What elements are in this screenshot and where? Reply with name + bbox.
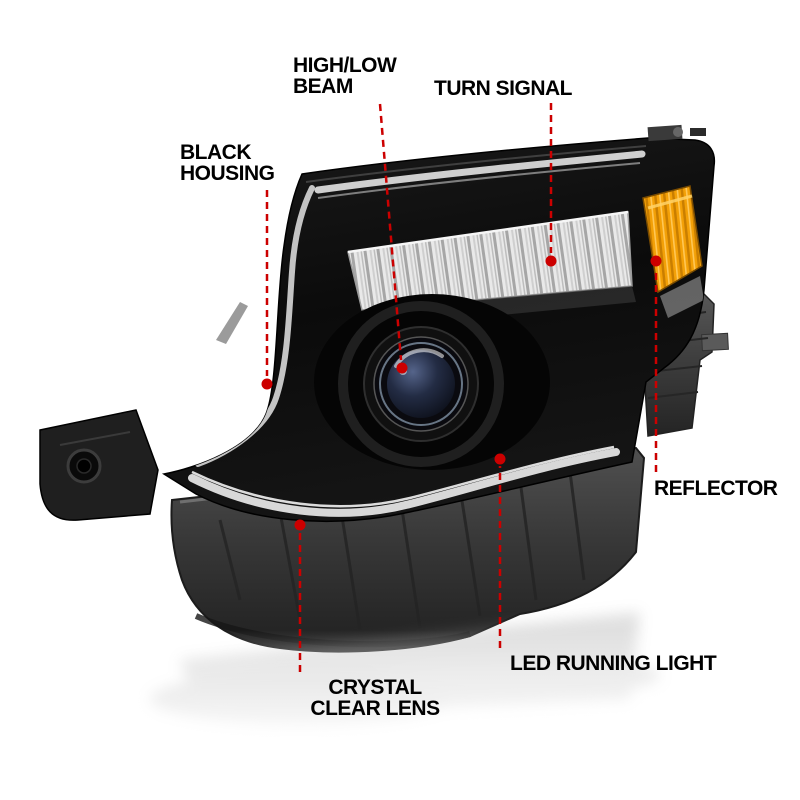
housing-top-highlight	[305, 145, 647, 183]
label-line: TURN SIGNAL	[434, 77, 573, 100]
label-line: BLACK	[180, 141, 251, 164]
label-line: LED RUNNING LIGHT	[510, 652, 717, 675]
callout-line-high-low-beam	[378, 103, 403, 361]
callout-dot-led-running-light	[494, 453, 506, 465]
label-line: CRYSTAL	[328, 676, 422, 699]
callout-dot-black-housing	[261, 378, 273, 390]
label-line: HOUSING	[180, 162, 275, 185]
base-ribs	[218, 471, 586, 631]
top-adjuster-detail	[647, 124, 706, 142]
callout-label-turn-signal: TURN SIGNAL	[434, 77, 573, 100]
projector-lens	[387, 350, 455, 418]
callout-label-led-running-light: LED RUNNING LIGHT	[510, 652, 717, 675]
callout-dot-crystal-clear-lens	[294, 519, 306, 531]
label-line: CLEAR LENS	[310, 697, 440, 720]
callout-label-crystal-clear-lens: CRYSTAL CLEAR LENS	[295, 677, 455, 719]
callout-label-high-low-beam: HIGH/LOW BEAM	[293, 54, 397, 98]
callout-dot-reflector	[650, 255, 662, 267]
callout-label-black-housing: BLACK HOUSING	[180, 142, 275, 184]
reflection-fade	[0, 630, 800, 800]
projector-assembly	[314, 294, 550, 470]
label-line: HIGH/LOW	[293, 54, 397, 77]
drl-light-bar	[188, 150, 646, 517]
callout-dot-turn-signal	[545, 255, 557, 267]
left-rod-detail	[216, 302, 248, 344]
callout-dot-high-low-beam	[396, 362, 408, 374]
callout-label-reflector: REFLECTOR	[654, 477, 778, 500]
label-line: BEAM	[293, 75, 353, 98]
halo-ring	[379, 342, 463, 426]
label-line: REFLECTOR	[654, 477, 778, 500]
left-mounting-bracket	[39, 409, 159, 521]
